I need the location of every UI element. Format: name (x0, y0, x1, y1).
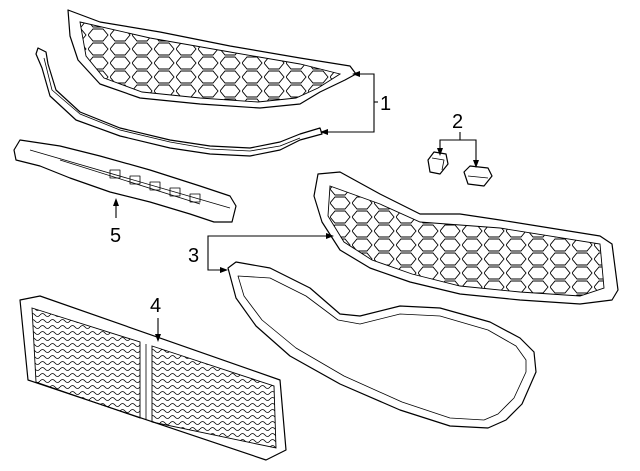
upper-grille-part (67, 9, 357, 109)
callout-4-label: 4 (150, 295, 161, 317)
callout-1-label: 1 (380, 93, 391, 115)
callout-3-leader (207, 233, 334, 273)
clip-part-right (463, 165, 493, 187)
callout-5-leader (113, 198, 119, 218)
callout-4-leader (155, 318, 161, 342)
callout-3-label: 3 (188, 245, 199, 267)
clip-part-left (427, 151, 449, 175)
callout-2-leader (437, 132, 479, 168)
callout-1-leader (320, 71, 378, 135)
upper-molding-part (35, 47, 323, 157)
lower-bezel-part (227, 261, 537, 429)
air-shutter-part (19, 295, 287, 461)
lower-bracket-part (13, 139, 237, 223)
lower-grille-part (313, 171, 619, 305)
callout-5-label: 5 (110, 225, 121, 247)
callout-2-label: 2 (452, 111, 463, 133)
